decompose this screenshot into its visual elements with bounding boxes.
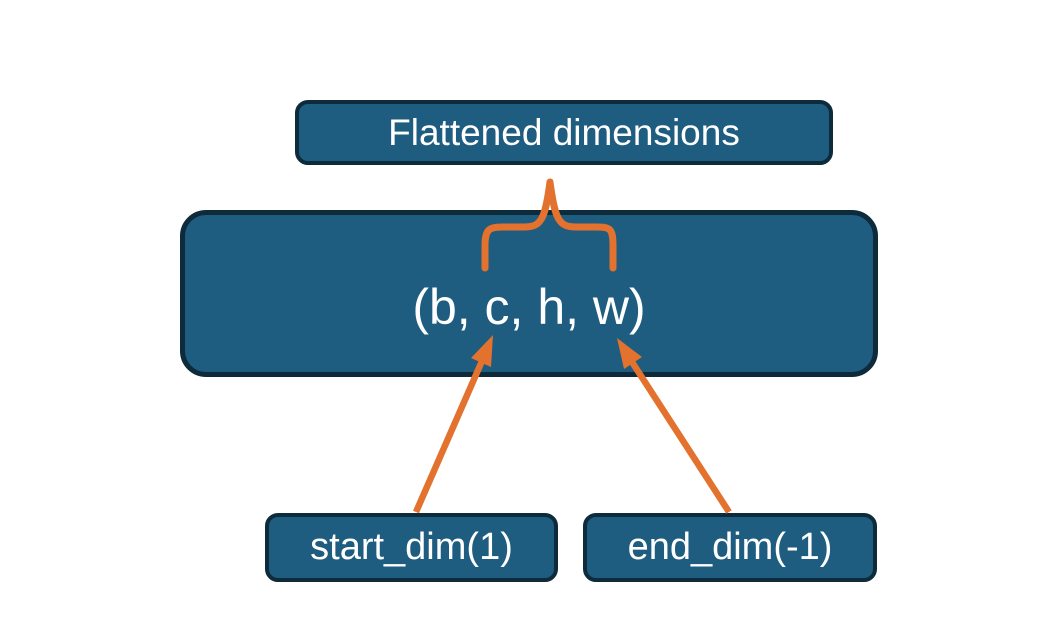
tensor-shape-box: (b, c, h, w) <box>180 210 878 377</box>
end-dim-box: end_dim(-1) <box>583 513 877 582</box>
end-dim-arrow <box>629 360 732 514</box>
flattened-dimensions-label: Flattened dimensions <box>388 111 740 153</box>
flattened-dimensions-box: Flattened dimensions <box>295 100 833 165</box>
tensor-shape-label: (b, c, h, w) <box>412 278 646 335</box>
start-dim-label: start_dim(1) <box>310 526 513 568</box>
start-dim-box: start_dim(1) <box>265 513 558 582</box>
start-dim-arrow <box>413 359 485 514</box>
end-dim-label: end_dim(-1) <box>627 526 833 568</box>
